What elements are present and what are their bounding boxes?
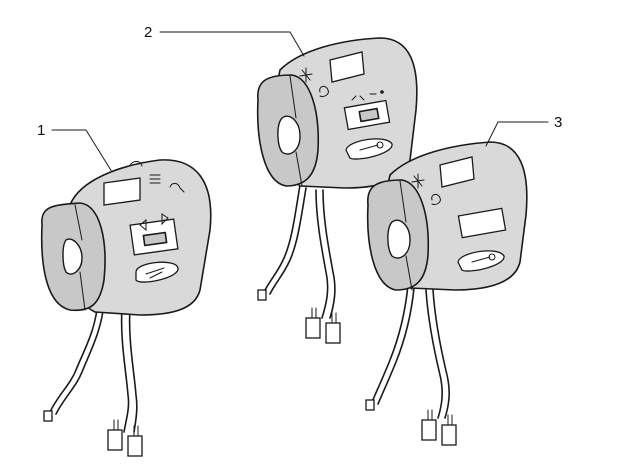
connector-1c [127, 435, 143, 457]
connector-3b [421, 419, 437, 441]
light-switch-icon-3 [411, 173, 425, 189]
turn-signal-slider-1 [142, 231, 168, 247]
rocker-line-3 [471, 256, 491, 263]
connector-1b [107, 429, 123, 451]
light-switch-icon [299, 67, 313, 83]
callout-3: 3 [485, 114, 562, 147]
top-button-3 [439, 156, 475, 188]
callout-label-2: 2 [144, 24, 152, 41]
switch-assembly-1 [40, 159, 212, 457]
housing-split-2 [289, 75, 303, 187]
connector-1a [43, 410, 53, 422]
start-rocker-3 [457, 250, 505, 272]
rocker-knob-2 [376, 141, 384, 149]
wire-1c [120, 307, 130, 433]
top-button-1 [103, 177, 141, 206]
kill-switch-icon-3 [431, 193, 441, 205]
rocker-line-2 [359, 144, 379, 151]
callout-leader-1 [51, 129, 113, 173]
switch-assembly-3 [365, 141, 528, 446]
connector-3c [441, 424, 457, 446]
indicator-dot-2 [380, 90, 384, 94]
wire-3a [371, 284, 409, 403]
callout-label-1: 1 [37, 122, 45, 139]
rocker-knob-3 [488, 253, 496, 261]
light-slider-2 [358, 107, 380, 123]
wire-2a [263, 184, 301, 293]
callout-1: 1 [37, 122, 113, 173]
connector-2b [305, 317, 321, 339]
wire-1a [49, 299, 99, 413]
connector-pins-1 [113, 419, 139, 437]
bar-hole-2 [277, 115, 301, 155]
connector-2c [325, 322, 341, 344]
horn-icon [145, 267, 165, 279]
connector-3a [365, 399, 375, 411]
callout-label-3: 3 [554, 114, 562, 131]
connector-pins-3 [427, 409, 453, 426]
wire-1d [128, 307, 138, 433]
start-rocker-2 [345, 138, 393, 160]
headlight-low-beam-icon [169, 182, 185, 193]
light-indicator-icons [351, 93, 377, 101]
wire-2d [322, 189, 336, 319]
kill-switch-icon [319, 85, 329, 97]
housing-split-1 [74, 204, 86, 311]
wire-3b [377, 287, 415, 405]
wire-1b [55, 301, 105, 415]
light-beam-icon [149, 174, 161, 184]
callout-leader-3 [485, 121, 549, 147]
housing-split-3 [399, 180, 413, 291]
connector-pins-2 [311, 307, 337, 324]
wire-2b [269, 187, 307, 295]
blank-panel-3 [457, 207, 507, 239]
bar-hole-3 [387, 219, 411, 259]
turn-signal-arrows-icon [139, 213, 169, 232]
horn-button-1 [135, 261, 179, 283]
switch-assembly-2 [256, 37, 418, 344]
wire-2c [315, 189, 329, 319]
wire-3d [432, 289, 450, 419]
bar-hole-1 [62, 238, 83, 275]
top-button-2 [329, 51, 365, 83]
wire-3c [425, 289, 443, 419]
connector-2a [257, 289, 267, 301]
callout-2: 2 [144, 24, 305, 57]
callout-leader-2 [159, 31, 305, 57]
headlight-high-beam-icon [129, 160, 143, 167]
